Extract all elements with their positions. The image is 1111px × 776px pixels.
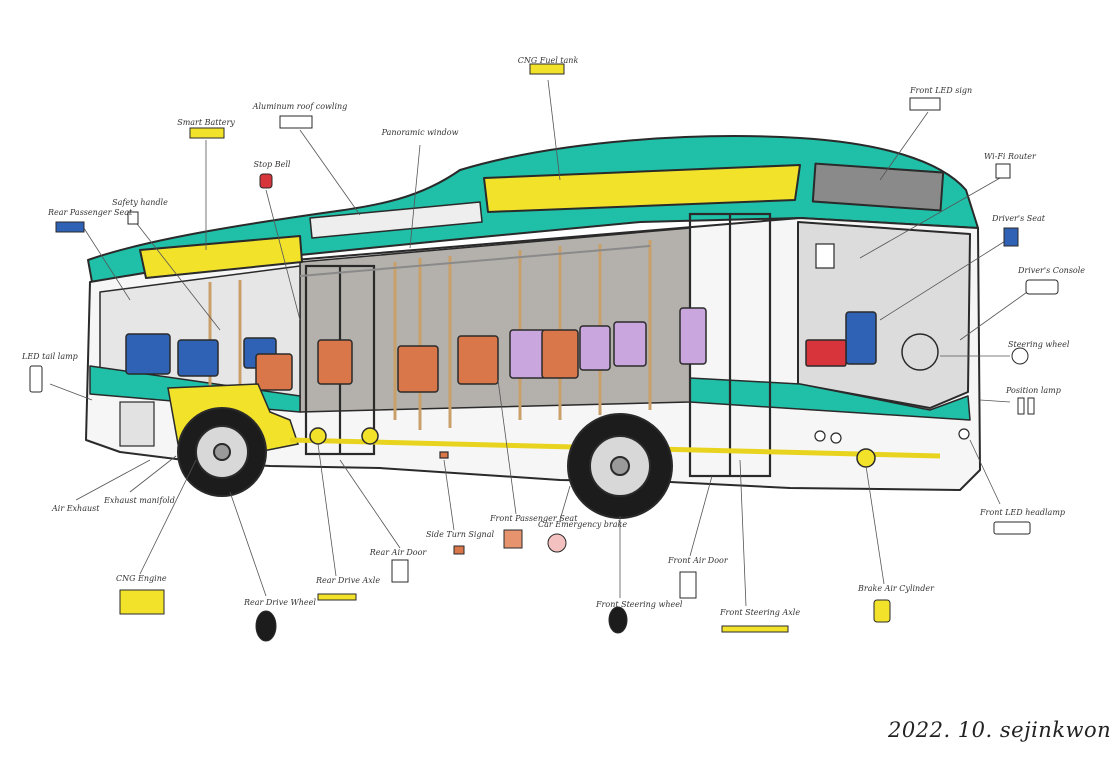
front-passenger-seat: [457, 335, 499, 385]
side-turn-signal-icon: [453, 545, 465, 555]
drivers-console-icon: [1025, 279, 1059, 295]
artist-signature: 2022. 10. sejinkwon: [888, 718, 1111, 742]
label-air-exhaust: Air Exhaust: [52, 504, 100, 513]
cng-engine-icon: [119, 589, 165, 615]
drivers-seat-in-cab: [845, 311, 877, 365]
label-side-turn-signal: Side Turn Signal: [425, 530, 495, 539]
wifi-router-unit: [815, 243, 835, 269]
emergency-brake-icon: [547, 533, 567, 553]
rear-axle-hub: [309, 427, 327, 445]
rear-passenger-seat: [125, 333, 171, 375]
front-headlamp: [958, 428, 970, 440]
front-steering-wheel-icon: [608, 606, 628, 634]
label-cng-engine: CNG Engine: [116, 574, 167, 583]
passenger-seat: [613, 321, 647, 367]
steering-wheel-in-cab: [901, 333, 939, 371]
label-steering-wheel: Steering wheel: [1008, 340, 1070, 349]
front-headlamp: [814, 430, 826, 442]
roof-cowling: [309, 201, 483, 239]
rear-axle-hub: [361, 427, 379, 445]
label-panoramic-window: Panoramic window: [381, 128, 459, 137]
label-front-led-headlamp: Front LED headlamp: [980, 508, 1066, 517]
side-turn-signal-lamp: [439, 451, 449, 459]
passenger-seat: [255, 353, 293, 391]
rear-passenger-seat-icon: [55, 221, 85, 233]
label-safety-handle: Safety handle: [112, 198, 168, 207]
front-led-headlamp-icon: [993, 521, 1031, 535]
label-exhaust-manifold: Exhaust manifold: [104, 496, 175, 505]
brake-air-cylinder-icon: [873, 599, 891, 623]
wifi-router-icon: [995, 163, 1011, 179]
label-drivers-seat: Driver's Seat: [992, 214, 1045, 223]
label-front-steering-wheel: Front Steering wheel: [596, 600, 683, 609]
label-front-air-door: Front Air Door: [668, 556, 728, 565]
label-position-lamp: Position lamp: [1006, 386, 1061, 395]
passenger-seat: [579, 325, 611, 371]
label-rear-passenger-seat: Rear Passenger Seat: [48, 208, 133, 217]
front-steering-axle-icon: [721, 625, 789, 633]
position-lamp-icon: [1027, 397, 1035, 415]
label-rear-air-door: Rear Air Door: [369, 548, 427, 557]
driver-console-red: [805, 339, 847, 367]
steering-wheel-icon: [1011, 347, 1029, 365]
passenger-seat: [541, 329, 579, 379]
front-air-door-icon: [679, 571, 697, 599]
label-rear-drive-axle: Rear Drive Axle: [316, 576, 381, 585]
bus-illustration: [29, 63, 1059, 642]
cng-tank-housing: [483, 164, 801, 213]
bus-cutaway-diagram: CNG Fuel tank Front LED sign Aluminum ro…: [22, 56, 1111, 742]
led-tail-lamp-icon: [29, 365, 43, 393]
position-lamp-icon: [1017, 397, 1025, 415]
battery-housing: [139, 235, 303, 279]
label-stop-bell: Stop Bell: [253, 160, 291, 169]
rear-drive-wheel-icon: [255, 610, 277, 642]
front-axle-hub: [856, 448, 876, 468]
rear-drive-axle-icon: [317, 593, 357, 601]
front-headlamp: [830, 432, 842, 444]
smart-battery-icon: [189, 127, 225, 139]
passenger-seat: [679, 307, 707, 365]
safety-handle-icon: [127, 211, 139, 225]
roof-cowling-icon: [279, 115, 313, 129]
rear-grille: [119, 401, 155, 447]
exploded-parts: [29, 63, 1059, 642]
label-rear-drive-wheel: Rear Drive Wheel: [244, 598, 316, 607]
label-cng-fuel-tank: CNG Fuel tank: [517, 56, 579, 65]
body-details: [119, 243, 970, 459]
label-aluminum-roof-cowling: Aluminum roof cowling: [252, 102, 348, 111]
drivers-seat-icon: [1003, 227, 1019, 247]
front-passenger-seat-icon: [503, 529, 523, 549]
leader-lines: [49, 79, 1031, 607]
label-front-passenger-seat: Front Passenger Seat: [490, 514, 578, 523]
label-front-led-sign: Front LED sign: [910, 86, 973, 95]
front-led-sign: [811, 162, 945, 212]
passenger-seat: [317, 339, 353, 385]
label-front-steering-axle: Front Steering Axle: [720, 608, 801, 617]
rear-passenger-seat: [177, 339, 219, 377]
front-passenger-seat: [397, 345, 439, 393]
label-brake-air-cylinder: Brake Air Cylinder: [858, 584, 934, 593]
passenger-seat: [509, 329, 547, 379]
rear-air-door-icon: [391, 559, 409, 583]
label-wifi-router: Wi-Fi Router: [984, 152, 1036, 161]
cng-fuel-tank-icon: [529, 63, 565, 75]
label-led-tail-lamp: LED tail lamp: [22, 352, 78, 361]
front-led-sign-icon: [909, 97, 941, 111]
label-smart-battery: Smart Battery: [177, 118, 235, 127]
label-drivers-console: Driver's Console: [1018, 266, 1086, 275]
seats: [125, 307, 939, 393]
label-car-emergency-brake: Car Emergency brake: [538, 520, 628, 529]
stop-bell-icon: [259, 173, 273, 189]
wheels: [177, 407, 673, 519]
